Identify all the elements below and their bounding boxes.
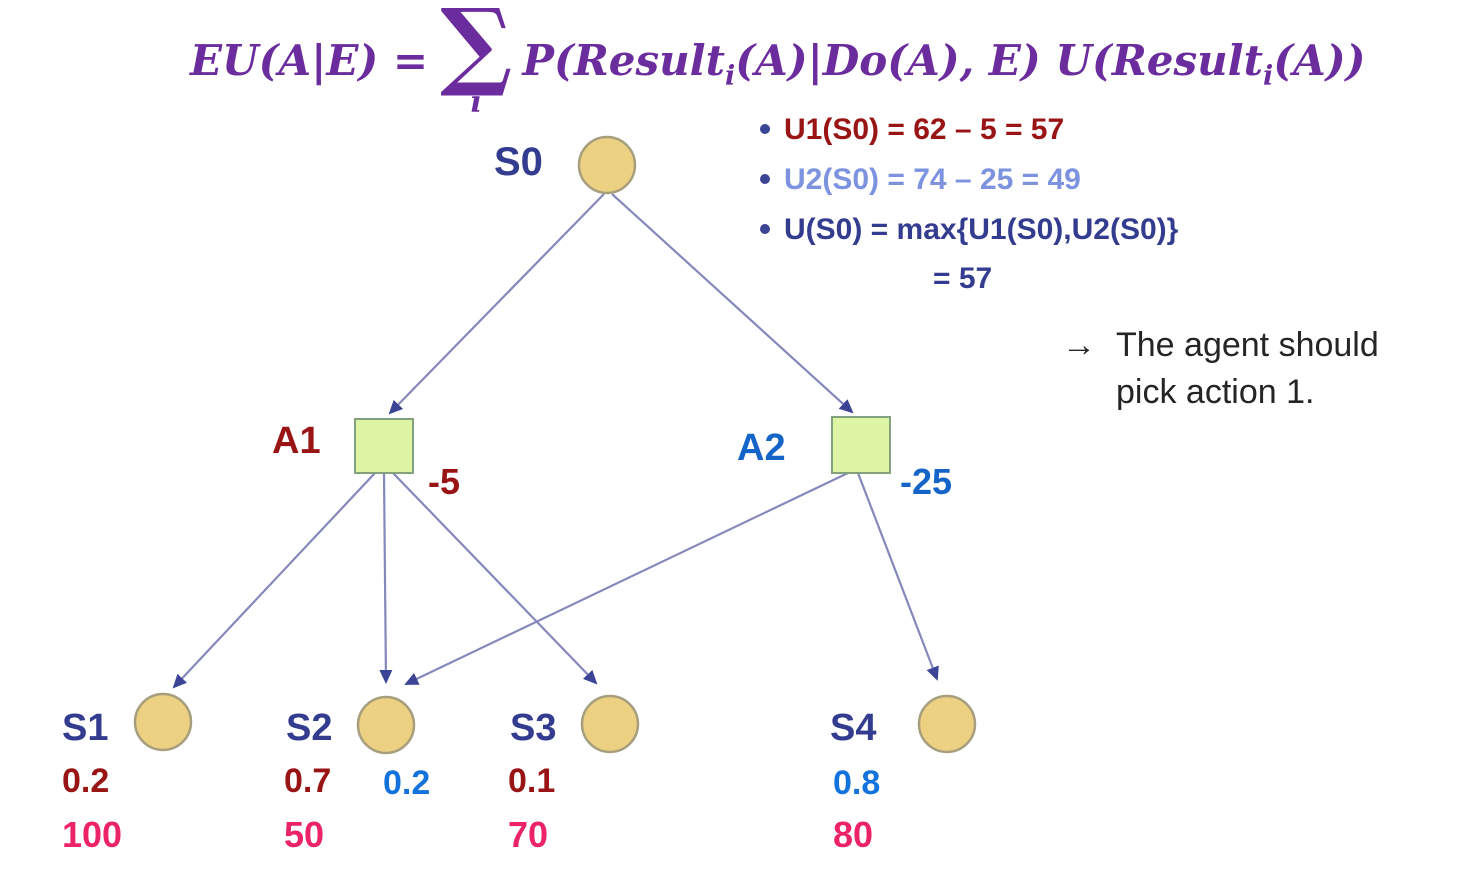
label-s2: S2 [286,707,333,749]
edge-a2-s2 [404,472,849,685]
node-s2-circle [356,695,416,755]
edge-a2-s4 [856,472,939,681]
sigma-index: i [470,85,482,120]
label-a2: A2 [737,427,786,469]
label-s0: S0 [494,140,543,184]
node-a1-square [354,418,414,474]
formula-rhs-p1: P(Result [522,35,725,85]
utility-s3: 70 [508,814,549,855]
utility-s4: 80 [833,814,874,855]
prob-s1-a1: 0.2 [62,762,110,800]
u-max-result: = 57 [933,262,993,295]
summation: ∑ i [440,0,513,120]
conclusion-line2: pick action 1. [1116,373,1315,411]
cost-a1: -5 [428,461,461,502]
edge-a1-s3 [392,472,598,685]
formula-rhs-sub1: i [724,59,736,91]
u1-calculation: U1(S0) = 62 – 5 = 57 [784,113,1065,146]
cost-a2: -25 [900,461,953,502]
node-s4-circle [917,694,977,754]
edge-s0-a2 [611,193,854,414]
node-a2-square [831,416,891,474]
list-item: U(S0) = max{U1(S0),U2(S0)} [760,212,1178,262]
node-s0-circle [577,135,637,195]
conclusion-text: The agent should pick action 1. [1116,322,1379,416]
right-arrow-icon: → [1062,326,1096,364]
bullet-icon [760,124,770,134]
edge-a1-s2 [379,472,393,684]
label-s3: S3 [510,707,557,749]
prob-s2-a1: 0.7 [284,762,332,800]
utility-calculations: U1(S0) = 62 – 5 = 57 U2(S0) = 74 – 25 = … [760,112,1178,306]
utility-s2: 50 [284,814,325,855]
edge-s0-a1 [388,193,605,415]
formula-rhs: P(Resulti(A)|Do(A), E) U(Resulti(A)) [522,35,1366,89]
bullet-icon [760,224,770,234]
label-a1: A1 [272,420,321,462]
label-s1: S1 [62,707,109,749]
formula-rhs-sub2: i [1263,59,1274,91]
label-s4: S4 [830,707,877,749]
prob-s2-a2: 0.2 [383,764,431,802]
prob-s3-a1: 0.1 [508,762,556,800]
conclusion-line1: The agent should [1116,326,1379,364]
sigma-symbol: ∑ [440,0,513,100]
formula-lhs: EU(A|E) = [190,35,429,85]
prob-s4-a2: 0.8 [833,764,881,802]
formula-rhs-p2: (A)|Do(A), E) U(Result [735,35,1264,85]
list-item: U2(S0) = 74 – 25 = 49 [760,162,1178,212]
list-item: U1(S0) = 62 – 5 = 57 [760,112,1178,162]
expected-utility-formula: EU(A|E) = ∑ i P(Resulti(A)|Do(A), E) U(R… [190,0,1366,120]
conclusion-note: → The agent should pick action 1. [1062,322,1379,416]
u-max-calculation: U(S0) = max{U1(S0),U2(S0)} [784,213,1179,246]
edge-a1-s1 [172,472,376,689]
u2-calculation: U2(S0) = 74 – 25 = 49 [784,163,1081,196]
formula-rhs-p3: (A)) [1273,35,1366,85]
utility-s1: 100 [62,814,123,855]
node-s1-circle [133,692,193,752]
node-s3-circle [580,694,640,754]
bullet-icon [760,174,770,184]
